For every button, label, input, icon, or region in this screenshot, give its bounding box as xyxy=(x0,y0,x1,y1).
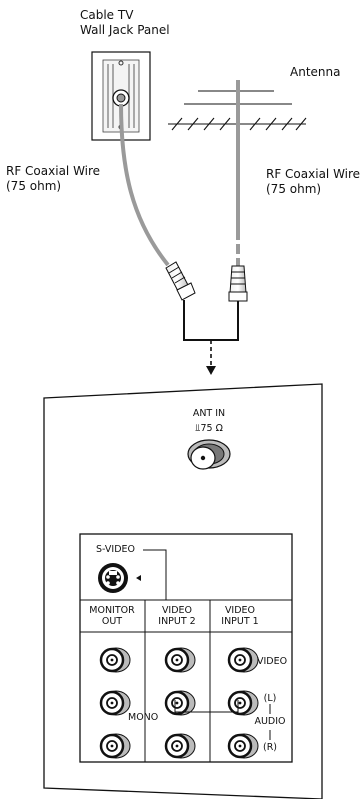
rca-jack-video-input-2-audio-l xyxy=(164,690,196,716)
col-video-input-2: VIDEO INPUT 2 xyxy=(158,605,195,627)
rca-jack-monitor-out-video xyxy=(99,647,131,673)
audio-l-label: (L) xyxy=(263,693,277,704)
col-monitor-out: MONITOR OUT xyxy=(89,605,134,627)
rf-wire-left-line1: RF Coaxial Wire xyxy=(6,164,101,178)
mono-label: MONO xyxy=(128,712,159,723)
rca-jack-video-input-2-video xyxy=(164,647,196,673)
antenna-label: Antenna xyxy=(290,65,341,79)
ant-symbol-icon: ⫫ xyxy=(195,423,201,434)
video-jack-label: VIDEO xyxy=(257,656,288,667)
rca-jack-video-input-1-audio-r xyxy=(227,733,259,759)
svideo-label: S-VIDEO xyxy=(96,544,135,555)
wall-jack-line2: Wall Jack Panel xyxy=(80,23,170,37)
s-video-jack xyxy=(98,563,141,593)
rca-jack-monitor-out-audio-r xyxy=(99,733,131,759)
rf-wire-right-line1: RF Coaxial Wire xyxy=(266,167,361,181)
audio-r-label: (R) xyxy=(262,742,278,753)
rca-jack-video-input-1-audio-l xyxy=(227,690,259,716)
ant-in-jack xyxy=(187,439,231,470)
ant-impedance-label: ⫫75 Ω xyxy=(195,423,223,434)
rca-jack-monitor-out-audio-l xyxy=(99,690,131,716)
cable-tv-wire xyxy=(119,103,170,267)
col-video-input-2-line1: VIDEO xyxy=(161,605,193,616)
col-video-input-1: VIDEO INPUT 1 xyxy=(221,605,258,627)
rf-wire-left-label: RF Coaxial Wire (75 ohm) xyxy=(6,164,100,194)
col-video-input-2-line2: INPUT 2 xyxy=(158,616,196,627)
rf-wire-right-label: RF Coaxial Wire (75 ohm) xyxy=(266,167,360,197)
rca-jack-video-input-1-video xyxy=(227,647,259,673)
left-f-connector xyxy=(165,261,196,316)
wall-jack-title: Cable TV Wall Jack Panel xyxy=(80,8,170,38)
rf-wire-left-line2: (75 ohm) xyxy=(6,179,62,193)
ant-in-label: ANT IN xyxy=(192,408,226,419)
wall-jack-panel xyxy=(91,51,151,141)
col-video-input-1-line1: VIDEO xyxy=(224,605,256,616)
ant-impedance-value: 75 Ω xyxy=(200,423,223,434)
connection-bracket xyxy=(183,316,239,375)
rca-jacks xyxy=(99,647,259,759)
wall-jack-line1: Cable TV xyxy=(80,8,134,22)
right-f-connector xyxy=(228,265,248,316)
audio-label: AUDIO xyxy=(254,716,286,727)
col-monitor-out-line2: OUT xyxy=(101,616,123,627)
mono-audio-link xyxy=(174,700,239,713)
rca-jack-video-input-2-audio-r xyxy=(164,733,196,759)
rf-wire-right-line2: (75 ohm) xyxy=(266,182,322,196)
col-video-input-1-line2: INPUT 1 xyxy=(221,616,259,627)
av-jack-panel xyxy=(79,533,293,763)
col-monitor-out-line1: MONITOR xyxy=(89,605,135,616)
